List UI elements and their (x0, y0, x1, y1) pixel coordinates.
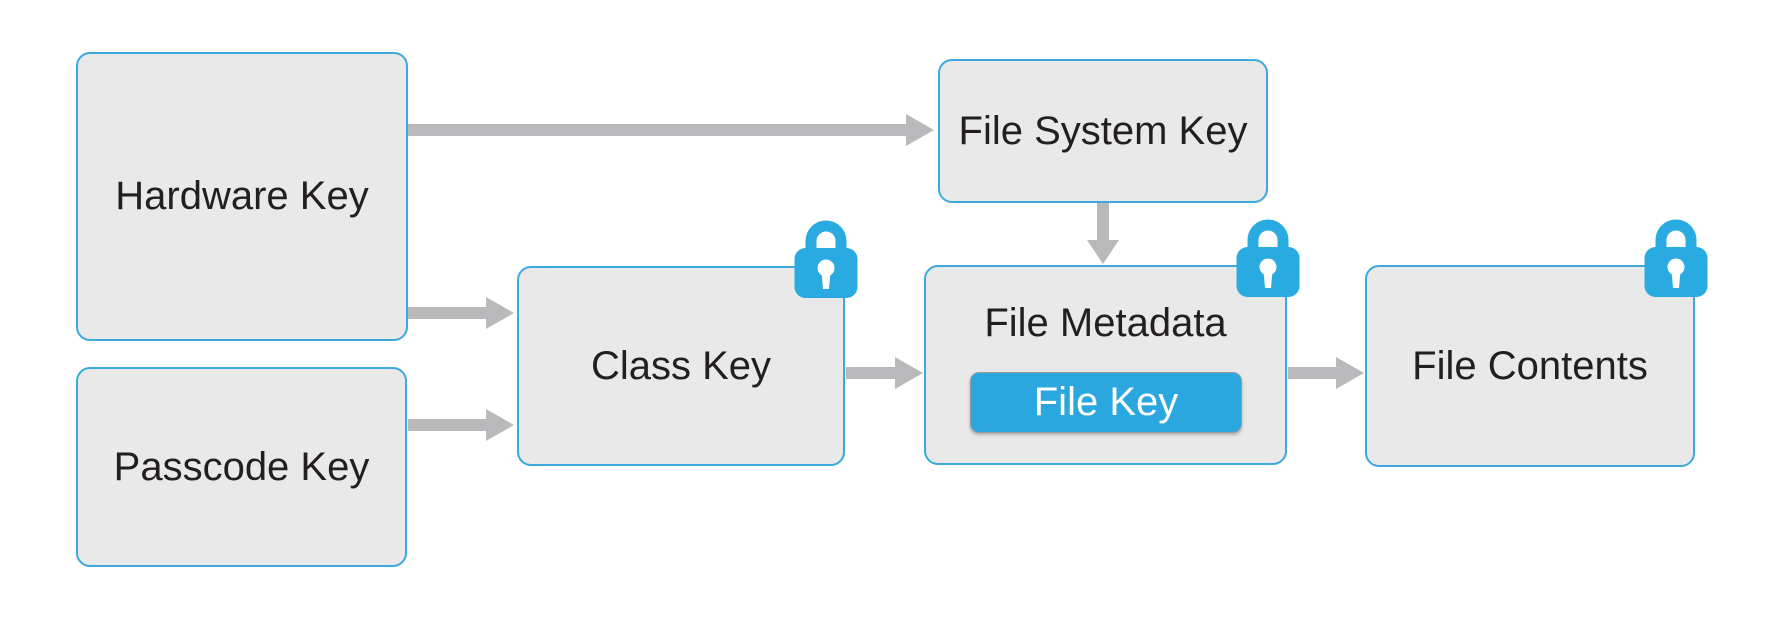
node-passcode-key: Passcode Key (76, 367, 407, 567)
arrow-head-icon (895, 357, 923, 389)
node-file-metadata: File Metadata File Key (924, 219, 1300, 465)
node-hardware-key: Hardware Key (76, 52, 408, 341)
passcode-key-label: Passcode Key (113, 444, 370, 489)
lock-icon (1236, 219, 1300, 297)
arrow-head-icon (1336, 357, 1364, 389)
arrow-hardware-to-file-system-key (408, 114, 934, 146)
arrow-shaft (408, 124, 907, 136)
node-class-key: Class Key (517, 220, 858, 466)
arrow-head-icon (486, 297, 514, 329)
arrow-head-icon (486, 409, 514, 441)
file-key-label: File Key (1033, 380, 1179, 424)
arrow-shaft (408, 419, 487, 431)
arrow-passcode-to-class-key (408, 409, 514, 441)
arrow-class-key-to-file-metadata (846, 357, 923, 389)
node-file-system-key: File System Key (938, 59, 1268, 203)
class-key-label: Class Key (590, 343, 772, 388)
arrow-file-metadata-to-file-contents (1288, 357, 1364, 389)
file-contents-label: File Contents (1412, 343, 1648, 388)
arrow-shaft (408, 307, 487, 319)
lock-icon (1644, 219, 1708, 297)
arrow-head-icon (1087, 240, 1119, 264)
arrow-file-system-key-to-file-metadata (1087, 203, 1119, 264)
arrow-hardware-to-class-key (408, 297, 514, 329)
arrow-shaft (1097, 203, 1109, 241)
node-file-contents: File Contents (1365, 219, 1708, 467)
arrow-head-icon (906, 114, 934, 146)
lock-icon (794, 220, 858, 298)
arrow-shaft (1288, 367, 1337, 379)
hardware-key-label: Hardware Key (115, 174, 369, 218)
file-metadata-label: File Metadata (984, 301, 1227, 345)
file-key-badge: File Key (970, 372, 1242, 433)
file-system-key-label: File System Key (958, 108, 1248, 153)
arrow-shaft (846, 367, 896, 379)
